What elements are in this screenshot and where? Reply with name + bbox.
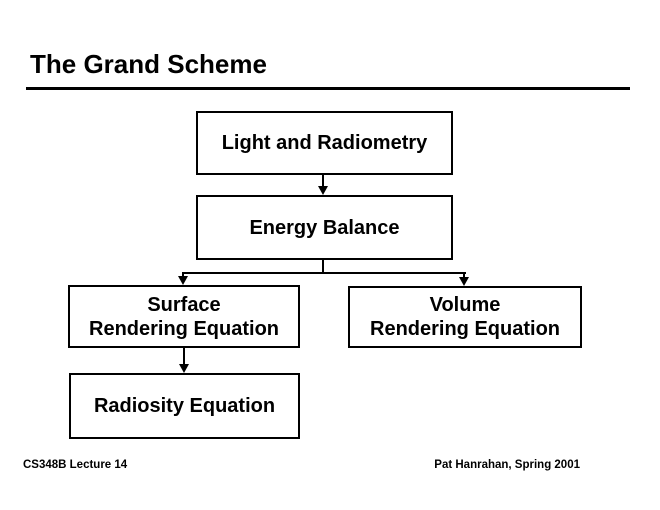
- node-light-and-radiometry-label: Light and Radiometry: [221, 132, 428, 154]
- slide-title: The Grand Scheme: [30, 49, 267, 79]
- node-surface-rendering-equation: Surface Rendering Equation: [68, 285, 300, 348]
- edge-energy-branch-horizontal-line: [182, 272, 466, 274]
- edge-energy-to-surface-line: [182, 273, 184, 278]
- edge-surface-to-radiosity-arrowhead-icon: [179, 364, 189, 373]
- node-energy-balance: Energy Balance: [196, 195, 453, 260]
- title-underline: [26, 87, 630, 90]
- edge-energy-to-volume-arrowhead-icon: [459, 277, 469, 286]
- node-radiosity-equation-label: Radiosity Equation: [93, 395, 276, 417]
- node-volume-rendering-equation: Volume Rendering Equation: [348, 286, 582, 348]
- edge-energy-branch-stub-line: [322, 259, 324, 273]
- edge-light-to-energy-line: [322, 175, 324, 187]
- footer-course-label: CS348B Lecture 14: [23, 459, 128, 471]
- edge-light-to-energy-arrowhead-icon: [318, 186, 328, 195]
- node-volume-rendering-equation-label: Volume Rendering Equation: [370, 294, 560, 340]
- edge-surface-to-radiosity-line: [183, 347, 185, 365]
- footer-author-label: Pat Hanrahan, Spring 2001: [434, 459, 580, 471]
- node-radiosity-equation: Radiosity Equation: [69, 373, 300, 439]
- edge-energy-to-volume-line: [463, 273, 465, 278]
- edge-energy-to-surface-arrowhead-icon: [178, 276, 188, 285]
- node-light-and-radiometry: Light and Radiometry: [196, 111, 453, 175]
- node-energy-balance-label: Energy Balance: [249, 216, 400, 239]
- node-surface-rendering-equation-label: Surface Rendering Equation: [89, 293, 279, 340]
